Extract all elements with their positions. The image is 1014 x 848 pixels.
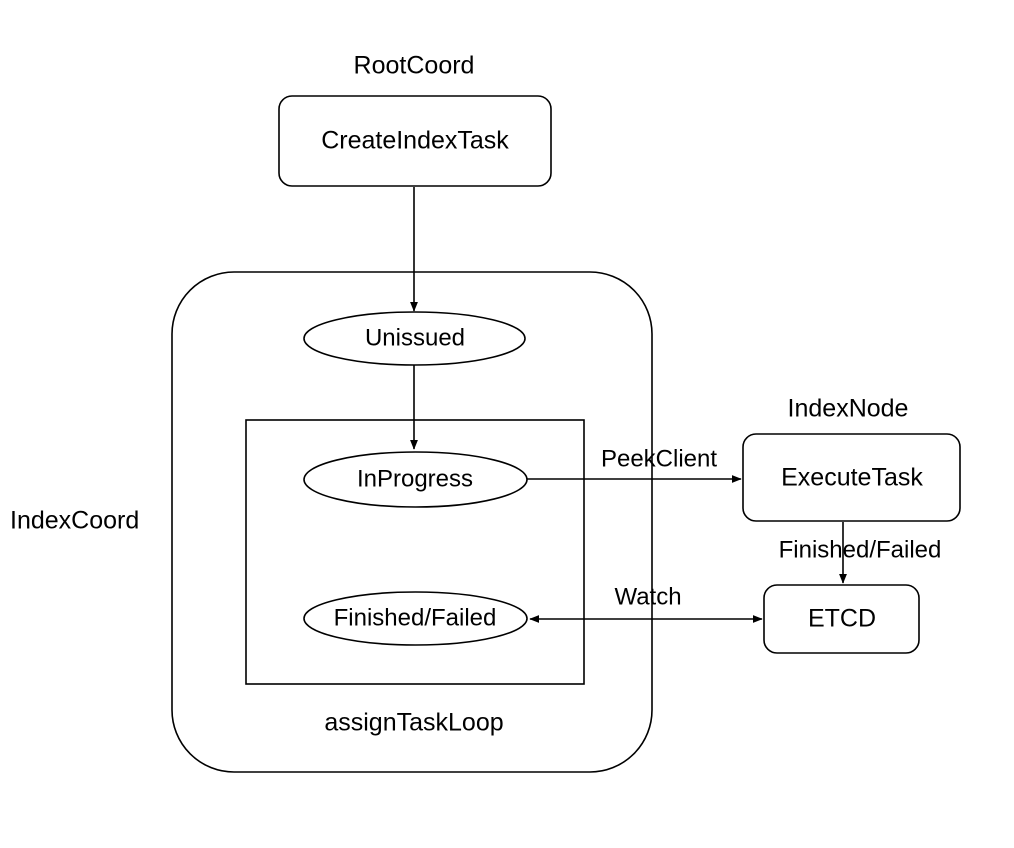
node-label-unissued: Unissued: [365, 324, 465, 351]
node-label-finished-failed: Finished/Failed: [334, 604, 497, 631]
node-unissued[interactable]: [303, 311, 526, 366]
node-execute-task[interactable]: [742, 433, 961, 522]
edge-label-peek-client: PeekClient: [601, 445, 717, 472]
node-create-index-task[interactable]: [278, 95, 552, 187]
node-label-create-index-task: CreateIndexTask: [321, 127, 509, 155]
edge-label-finished-failed: Finished/Failed: [779, 536, 942, 563]
node-label-in-progress: InProgress: [357, 465, 473, 492]
node-in-progress[interactable]: [303, 451, 528, 508]
node-etcd[interactable]: [763, 584, 920, 654]
node-label-execute-task: ExecuteTask: [781, 464, 923, 492]
node-label-etcd: ETCD: [808, 605, 876, 633]
container-label-assign-task-loop: assignTaskLoop: [324, 709, 503, 737]
edge-label-watch: Watch: [614, 583, 681, 610]
group-label-index-node: IndexNode: [788, 395, 909, 423]
node-finished-failed[interactable]: [303, 591, 528, 646]
group-label-root-coord: RootCoord: [354, 52, 475, 80]
container-label-index-coord: IndexCoord: [10, 507, 139, 535]
